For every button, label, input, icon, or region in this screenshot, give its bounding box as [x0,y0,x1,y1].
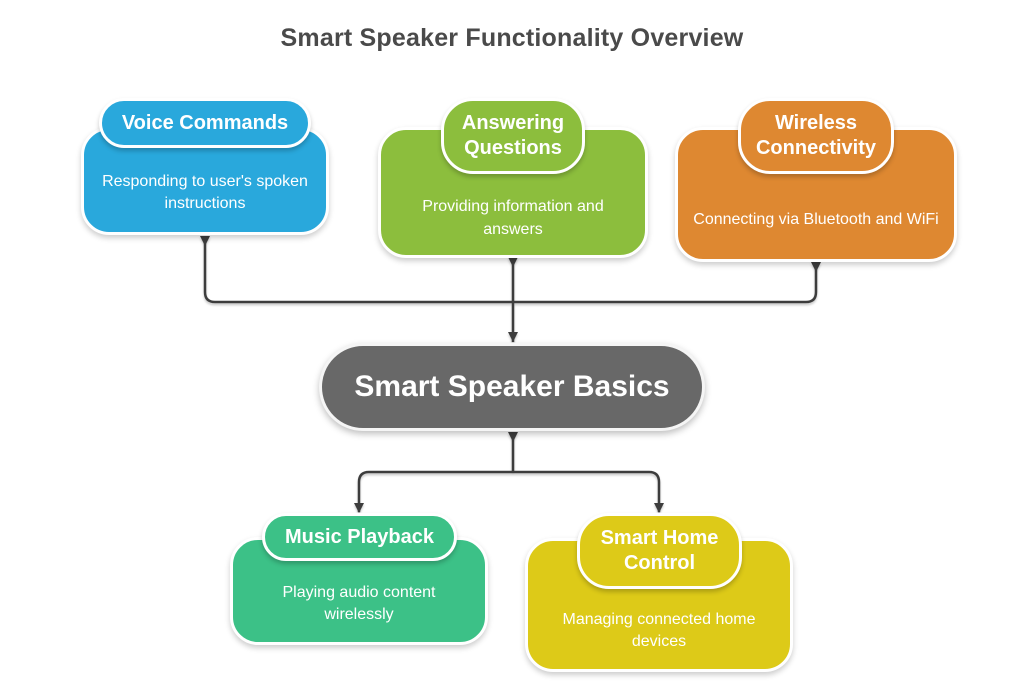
node-smart-speaker-basics: Smart Speaker Basics [319,343,705,431]
node-voice-commands-label: Voice Commands [121,111,289,134]
node-music-playback-label-pill: Music Playback [262,513,457,561]
node-answering-questions-description: Providing information and answers [422,198,604,238]
node-voice-commands-label-pill: Voice Commands [99,98,311,148]
connector-bottom-bus [357,470,661,512]
node-smart-home-control: Managing connected home devices Smart Ho… [525,513,793,672]
node-voice-commands-description: Responding to user's spoken instructions [102,172,308,212]
node-smart-home-control-description: Managing connected home devices [562,610,756,650]
node-wireless-connectivity: Connecting via Bluetooth and WiFi Wirele… [675,98,957,262]
node-music-playback-description: Playing audio content wirelessly [282,583,436,623]
node-smart-home-control-label-pill: Smart Home Control [577,513,742,589]
node-music-playback-label: Music Playback [285,525,434,548]
node-smart-home-control-body: Managing connected home devices [525,538,793,672]
node-music-playback: Playing audio content wirelessly Music P… [230,513,488,645]
node-smart-home-control-label: Smart Home Control [600,527,719,574]
node-answering-questions: Providing information and answers Answer… [378,98,648,258]
node-answering-questions-label: Answering Questions [461,112,565,159]
connector-top-bus [203,236,818,304]
diagram-title: Smart Speaker Functionality Overview [280,24,744,52]
connector-arrowheads [200,236,821,513]
node-answering-questions-label-pill: Answering Questions [441,98,585,174]
node-wireless-connectivity-label: Wireless Connectivity [755,112,877,159]
node-wireless-connectivity-description: Connecting via Bluetooth and WiFi [693,211,939,229]
node-voice-commands: Responding to user's spoken instructions… [81,98,329,235]
node-smart-speaker-basics-label: Smart Speaker Basics [354,370,670,403]
node-wireless-connectivity-label-pill: Wireless Connectivity [738,98,894,174]
